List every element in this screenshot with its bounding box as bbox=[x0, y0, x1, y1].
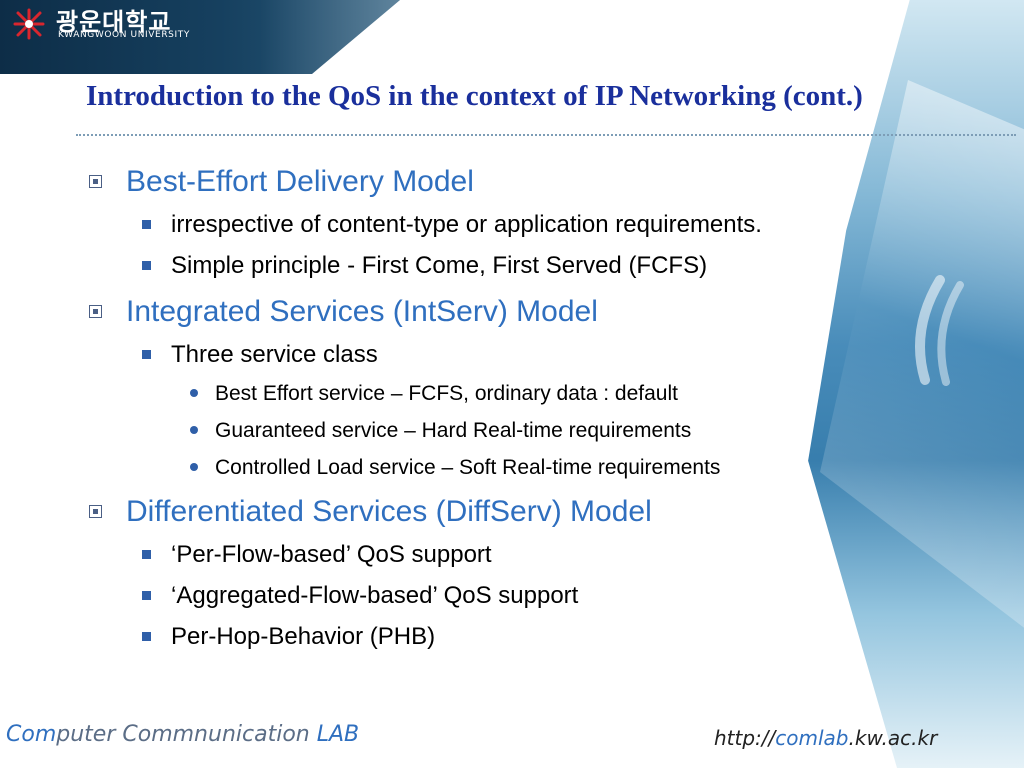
university-emblem-icon bbox=[13, 8, 45, 40]
filled-square-bullet-icon bbox=[142, 261, 151, 270]
footer-lab-name: Computer Commnunication LAB bbox=[6, 722, 359, 747]
sub-list-item-text: Guaranteed service – Hard Real-time requ… bbox=[215, 419, 692, 442]
slide-content: Best-Effort Delivery Model irrespective … bbox=[88, 160, 868, 657]
square-bullet-icon bbox=[89, 305, 102, 318]
university-name-english: KWANGWOON UNIVERSITY bbox=[58, 30, 190, 40]
list-item: Three service class bbox=[88, 334, 868, 375]
footer-url[interactable]: http://comlab.kw.ac.kr bbox=[714, 726, 937, 750]
section-heading-text: Best-Effort Delivery Model bbox=[126, 165, 474, 198]
section-heading-best-effort: Best-Effort Delivery Model bbox=[88, 160, 868, 204]
list-item: irrespective of content-type or applicat… bbox=[88, 204, 868, 245]
square-bullet-icon bbox=[89, 175, 102, 188]
footer-url-prefix: http:// bbox=[714, 726, 776, 750]
list-item-text: Three service class bbox=[171, 341, 378, 368]
square-bullet-icon bbox=[89, 505, 102, 518]
list-item: ‘Per-Flow-based’ QoS support bbox=[88, 534, 868, 575]
round-bullet-icon bbox=[190, 426, 198, 434]
footer-lab-middle: puter Commnunication bbox=[56, 722, 317, 747]
list-item-text: ‘Aggregated-Flow-based’ QoS support bbox=[171, 582, 579, 609]
university-name-korean: 광운대학교 bbox=[56, 8, 172, 36]
footer-url-suffix: .kw.ac.kr bbox=[848, 726, 938, 750]
list-item: ‘Aggregated-Flow-based’ QoS support bbox=[88, 575, 868, 616]
title-divider bbox=[76, 134, 1016, 136]
footer-lab-suffix: LAB bbox=[316, 722, 360, 747]
bracket-decoration-icon bbox=[915, 275, 964, 386]
footer-url-highlight: comlab bbox=[775, 726, 849, 750]
section-heading-intserv: Integrated Services (IntServ) Model bbox=[88, 290, 868, 334]
list-item: Simple principle - First Come, First Ser… bbox=[88, 245, 868, 286]
filled-square-bullet-icon bbox=[142, 632, 151, 641]
sub-list-item-text: Best Effort service – FCFS, ordinary dat… bbox=[215, 382, 678, 405]
sub-list-item-text: Controlled Load service – Soft Real-time… bbox=[215, 456, 721, 479]
sub-list-item: Best Effort service – FCFS, ordinary dat… bbox=[88, 375, 868, 412]
round-bullet-icon bbox=[190, 463, 198, 471]
sub-list-item: Controlled Load service – Soft Real-time… bbox=[88, 449, 868, 486]
list-item-text: ‘Per-Flow-based’ QoS support bbox=[171, 541, 492, 568]
filled-square-bullet-icon bbox=[142, 220, 151, 229]
filled-square-bullet-icon bbox=[142, 591, 151, 600]
slide-title: Introduction to the QoS in the context o… bbox=[86, 80, 863, 112]
round-bullet-icon bbox=[190, 389, 198, 397]
filled-square-bullet-icon bbox=[142, 350, 151, 359]
list-item-text: Per-Hop-Behavior (PHB) bbox=[171, 623, 436, 650]
list-item: Per-Hop-Behavior (PHB) bbox=[88, 616, 868, 657]
list-item-text: Simple principle - First Come, First Ser… bbox=[171, 252, 708, 279]
section-heading-diffserv: Differentiated Services (DiffServ) Model bbox=[88, 490, 868, 534]
logo-band: 광운대학교 KWANGWOON UNIVERSITY bbox=[0, 0, 400, 74]
section-heading-text: Integrated Services (IntServ) Model bbox=[126, 295, 598, 328]
list-item-text: irrespective of content-type or applicat… bbox=[171, 211, 762, 238]
footer-lab-prefix: Com bbox=[6, 722, 57, 747]
section-heading-text: Differentiated Services (DiffServ) Model bbox=[126, 495, 652, 528]
filled-square-bullet-icon bbox=[142, 550, 151, 559]
sub-list-item: Guaranteed service – Hard Real-time requ… bbox=[88, 412, 868, 449]
